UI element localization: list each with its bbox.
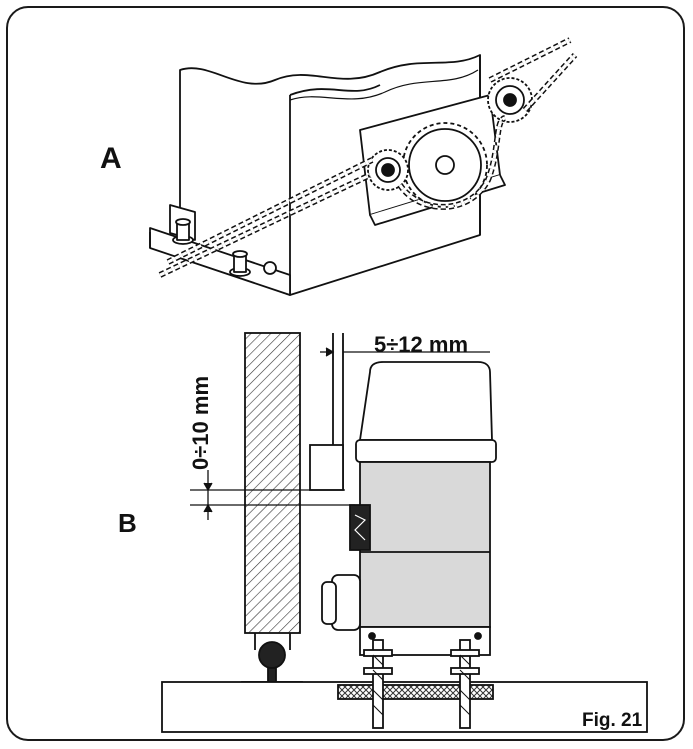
view-b-section (161, 332, 648, 733)
dimension-horizontal-gap (320, 340, 490, 360)
gate-leaf-section (244, 332, 301, 634)
sprocket-small-left (367, 149, 409, 191)
dimension-vertical-gap (190, 470, 355, 520)
roller-chain (158, 37, 578, 278)
motor-body (359, 461, 491, 628)
label-part-b: B (118, 508, 137, 538)
label-gap-vertical: 0÷10 mm (188, 376, 213, 470)
label-gap-horizontal: 5÷12 mm (374, 332, 468, 357)
sprocket-large (402, 122, 488, 208)
anchor-bolt-right (450, 639, 480, 729)
figure-frame (6, 6, 685, 741)
label-part-a: A (100, 142, 122, 175)
gate-wheel (258, 641, 286, 669)
anchor-bolt-left (363, 639, 393, 729)
bracket-bolt-2 (229, 250, 251, 277)
sprocket-small-right (487, 77, 533, 123)
view-a-chain-drive (149, 37, 578, 296)
figure-caption: Fig. 21 (582, 710, 643, 731)
bracket-bolt-1 (172, 218, 194, 245)
pinion-gear (349, 504, 371, 551)
motor-cover (358, 361, 493, 441)
